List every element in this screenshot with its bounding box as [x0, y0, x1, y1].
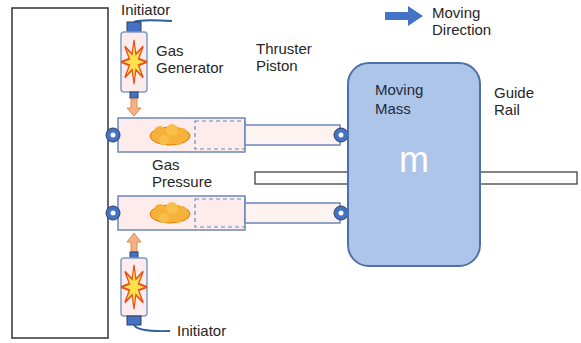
guide-rail-label: Guide Rail	[494, 84, 554, 118]
mount-wall	[12, 8, 108, 338]
moving-direction-label: Moving Direction	[432, 4, 512, 38]
initiator-label: Initiator	[177, 322, 257, 339]
initiator-label: Initiator	[121, 1, 201, 18]
moving-mass-box: Moving Mass m	[347, 62, 481, 267]
bottom-thruster	[106, 196, 348, 230]
mass-symbol: m	[349, 140, 479, 180]
top-thruster	[106, 118, 348, 152]
node-title: Moving Mass	[349, 64, 453, 118]
gas-pressure-label: Gas Pressure	[152, 156, 224, 190]
gas-generator-label: Gas Generator	[156, 42, 238, 76]
bottom-gas-generator	[121, 233, 170, 331]
thruster-piston-label: Thruster Piston	[256, 40, 328, 74]
direction-arrow	[385, 6, 423, 26]
